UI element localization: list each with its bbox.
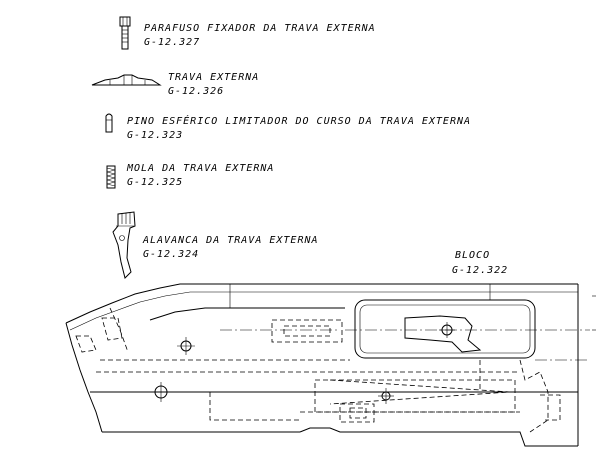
part-code-mola: G-12.325	[127, 177, 183, 188]
part-code-pino: G-12.323	[127, 130, 183, 141]
spring-icon	[106, 165, 116, 189]
part-name-pino: PINO ESFÉRICO LIMITADOR DO CURSO DA TRAV…	[127, 114, 471, 127]
ball-pin-icon	[105, 113, 113, 133]
part-code-parafuso: G-12.327	[144, 37, 200, 48]
latch-plate-icon	[91, 74, 162, 86]
part-name-parafuso: PARAFUSO FIXADOR DA TRAVA EXTERNA	[144, 23, 376, 34]
part-name-trava: TRAVA EXTERNA	[168, 72, 259, 83]
lever-icon	[112, 211, 136, 279]
part-code-alavanca: G-12.324	[143, 249, 199, 260]
assembly-name: BLOCO	[455, 250, 490, 261]
assembly-code: G-12.322	[452, 265, 508, 276]
screw-icon	[119, 16, 131, 50]
part-name-mola: MOLA DA TRAVA EXTERNA	[126, 163, 274, 174]
block-assembly-drawing	[65, 283, 596, 447]
part-code-trava: G-12.326	[168, 86, 224, 97]
part-name-alavanca: ALAVANCA DA TRAVA EXTERNA	[142, 235, 319, 246]
